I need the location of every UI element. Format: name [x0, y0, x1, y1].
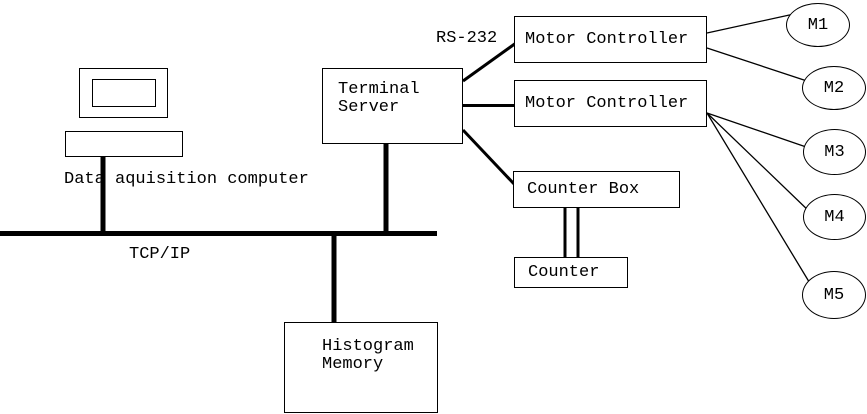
counter-box-label: Counter Box: [527, 180, 640, 199]
motor-m1-label: M1: [807, 15, 829, 35]
node-motor-m5: M5: [802, 271, 866, 319]
link-mc1-m1: [706, 13, 795, 34]
node-terminal-server: Terminal Server: [322, 68, 463, 144]
link-mc2-m5: [706, 112, 815, 291]
link-mc2-m3: [706, 112, 813, 150]
motor-m3-label: M3: [824, 142, 845, 162]
histogram-memory-label-line2: Memory: [322, 355, 384, 374]
rs232-label: RS-232: [436, 29, 498, 48]
histogram-memory-label-line1: Histogram: [322, 337, 414, 356]
link-terminal-mc1: [462, 41, 517, 83]
node-motor-m1: M1: [786, 3, 850, 47]
counter-label: Counter: [528, 263, 600, 282]
terminal-server-label-line1: Terminal: [338, 80, 420, 99]
node-motor-controller-1: Motor Controller: [514, 16, 707, 63]
node-motor-m4: M4: [803, 194, 866, 240]
motor-m4-label: M4: [824, 207, 845, 227]
motor-m5-label: M5: [823, 285, 845, 305]
link-mc2-m4: [706, 112, 813, 215]
node-motor-m3: M3: [803, 129, 866, 175]
node-counter-box: Counter Box: [513, 171, 680, 208]
motor-controller-1-label: Motor Controller: [525, 30, 689, 49]
computer-monitor-icon: [79, 68, 168, 118]
computer-screen-icon: [92, 79, 156, 107]
link-mc1-m2: [706, 47, 811, 83]
node-motor-m2: M2: [802, 66, 866, 110]
motor-controller-2-label: Motor Controller: [525, 94, 689, 113]
motor-m2-label: M2: [823, 78, 845, 98]
tcpip-label: TCP/IP: [129, 245, 191, 264]
terminal-server-label-line2: Server: [338, 98, 400, 117]
data-acquisition-computer-label: Data aquisition computer: [64, 170, 309, 189]
node-histogram-memory: Histogram Memory: [284, 322, 438, 413]
node-motor-controller-2: Motor Controller: [514, 80, 707, 127]
computer-keyboard-icon: [65, 131, 183, 157]
node-counter: Counter: [514, 257, 628, 288]
link-terminal-counterbox: [461, 128, 517, 187]
